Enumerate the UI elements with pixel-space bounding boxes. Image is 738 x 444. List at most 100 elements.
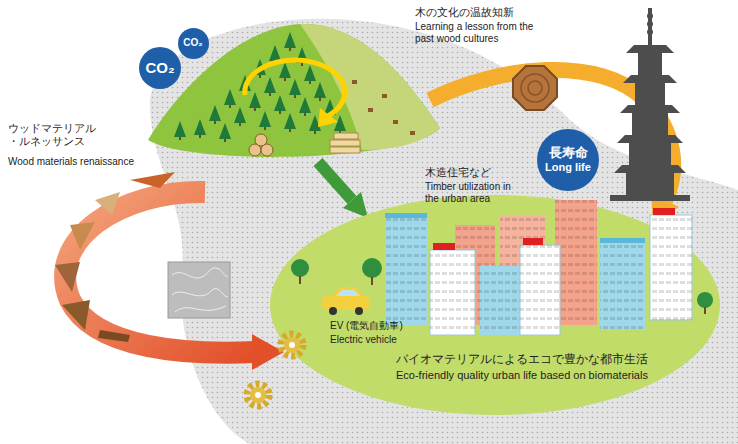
green-arrow (318, 162, 368, 218)
gears (281, 334, 303, 356)
buildings (520, 245, 560, 335)
pagoda (647, 21, 653, 27)
pagoda (647, 29, 653, 35)
trees (274, 95, 286, 114)
trees (174, 121, 186, 140)
text-label: Electric vehicle (330, 334, 397, 346)
forest-hill (393, 120, 398, 124)
buildings (555, 200, 597, 325)
wood-slice (513, 66, 557, 110)
forest-hill (148, 24, 440, 157)
lumber (334, 133, 358, 139)
lumber (330, 140, 360, 146)
pagoda (638, 53, 662, 75)
gears (255, 392, 261, 398)
fiber-sample (168, 262, 230, 318)
electric-car (332, 287, 364, 297)
wood-materials (98, 330, 130, 342)
city-trees (362, 258, 382, 278)
buildings (430, 250, 475, 335)
trees (224, 89, 236, 108)
city-trees (697, 292, 713, 308)
wood-materials (95, 192, 120, 215)
forest-hill (352, 80, 357, 84)
trees (334, 115, 346, 134)
forest-hill (382, 94, 387, 98)
gears (284, 337, 300, 353)
text-label: バイオマテリアルによるエコで豊かな都市生活 (396, 352, 648, 366)
co2-bubble: CO₂ (178, 28, 209, 59)
red-arrow (65, 192, 255, 353)
buildings (523, 238, 543, 245)
green-arrow (318, 162, 352, 200)
trees (249, 92, 261, 111)
buildings (385, 213, 427, 218)
city-trees (291, 258, 713, 314)
buildings (650, 215, 692, 320)
buildings (480, 265, 520, 335)
fiber-sample (168, 262, 230, 318)
fiber-sample (172, 289, 228, 297)
fiber-sample (175, 306, 226, 312)
electric-car (322, 296, 370, 310)
text-label: Timber utilization in the urban area (425, 181, 527, 205)
buildings (650, 215, 692, 320)
trees (194, 119, 206, 138)
gears (289, 342, 295, 348)
wood-materials (70, 222, 95, 250)
carbon-cycle-arrow (318, 108, 338, 127)
lumber (330, 133, 360, 153)
trees (284, 113, 296, 132)
buildings (600, 238, 645, 243)
trees (209, 105, 221, 124)
node-text: Long life (545, 161, 591, 174)
trees (314, 82, 326, 101)
gears (247, 334, 303, 406)
city-trees (371, 277, 373, 285)
buildings (555, 200, 597, 325)
pagoda (648, 8, 652, 45)
pagoda (647, 13, 653, 19)
wood-slice (528, 81, 542, 95)
node-text: CO₂ (183, 37, 202, 49)
trees (259, 111, 271, 130)
city-trees (704, 307, 706, 314)
text-label: 木の文化の温故知新 (415, 6, 514, 19)
logs (249, 134, 273, 156)
buildings (520, 245, 560, 335)
buildings (600, 240, 645, 330)
pagoda (610, 195, 690, 201)
city-ground (270, 195, 720, 415)
logs (255, 134, 267, 146)
trees (289, 79, 301, 98)
text-label: Wood materials renaissance (8, 156, 134, 168)
buildings (433, 243, 455, 250)
red-arrow (65, 192, 284, 370)
wood-materials (55, 262, 80, 292)
wood-materials (62, 300, 90, 330)
long-life-badge: 長寿命Long life (537, 129, 599, 191)
text-label: Learning a lesson from the past wood cul… (415, 21, 555, 45)
text-label: ウッドマテリアル ・ルネッサンス (8, 122, 104, 148)
carbon-cycle-arrow (245, 60, 345, 127)
pagoda (629, 143, 671, 165)
city-trees (291, 259, 309, 277)
pagoda (610, 8, 690, 201)
fiber-sample (172, 268, 228, 278)
electric-car (336, 290, 360, 296)
co2-bubble: CO₂ (139, 47, 181, 89)
gears (250, 387, 266, 403)
city-trees (299, 276, 301, 284)
pagoda (632, 113, 668, 135)
carbon-cycle-arrow (245, 60, 345, 116)
text-label: 木造住宅など (425, 166, 491, 179)
green-arrow (343, 192, 368, 218)
trees (234, 107, 246, 126)
buildings (385, 215, 427, 325)
node-text: CO₂ (145, 59, 174, 76)
trees (219, 123, 231, 142)
pagoda (614, 165, 686, 173)
pagoda (620, 105, 680, 113)
